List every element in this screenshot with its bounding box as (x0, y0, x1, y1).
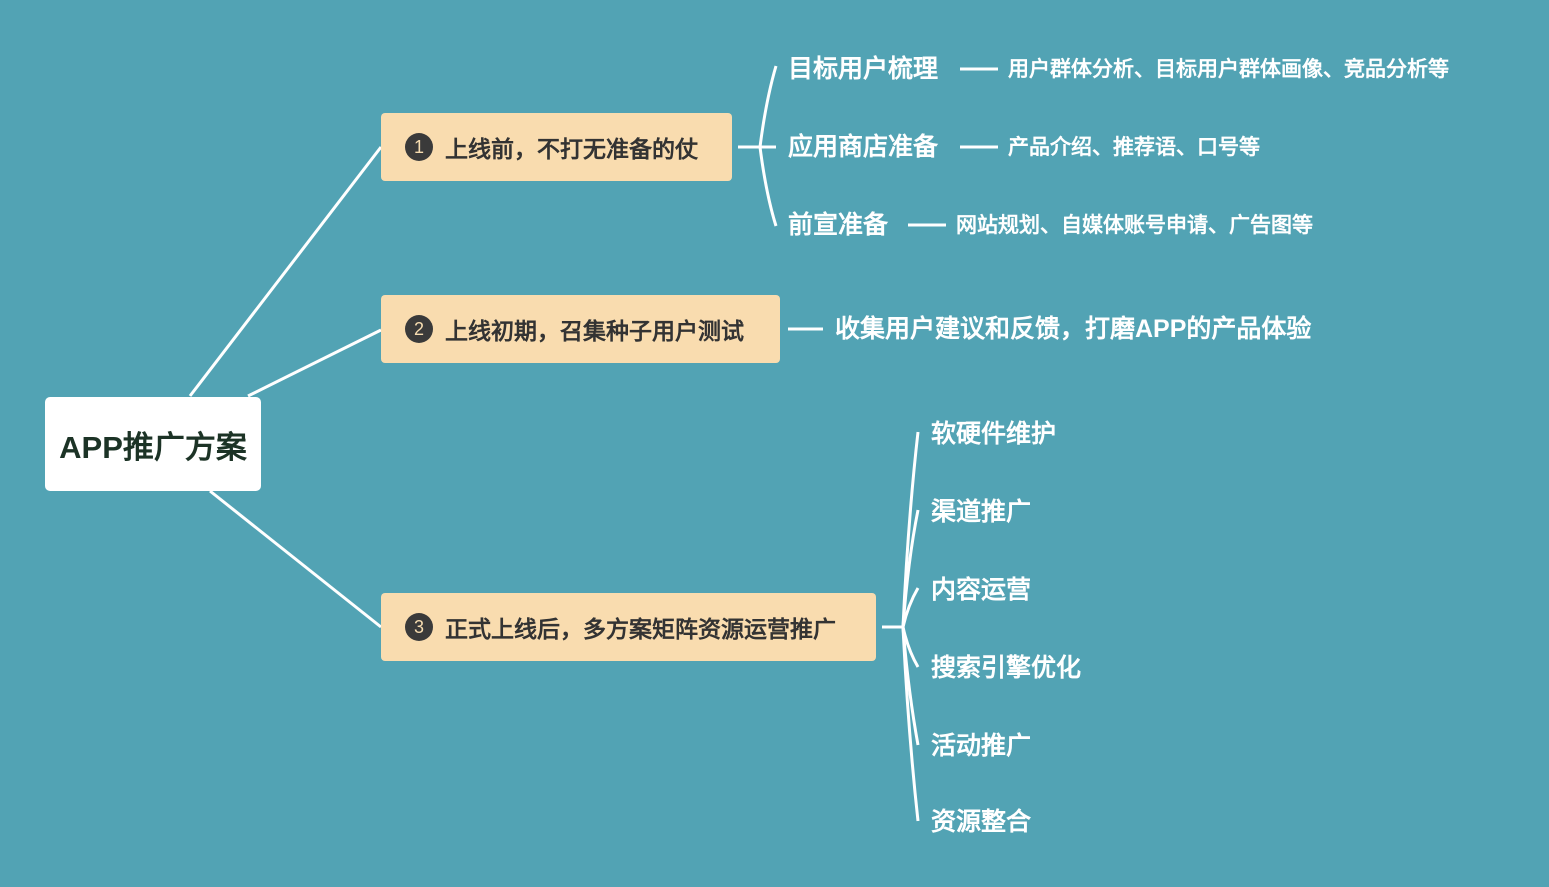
branch-label: 上线前，不打无准备的仗 (445, 136, 698, 162)
topic-detail[interactable]: 网站规划、自媒体账号申请、广告图等 (956, 214, 1313, 237)
connector-root-b2 (247, 328, 382, 398)
topic-maintenance[interactable]: 软硬件维护 (931, 420, 1057, 448)
branch-node-2[interactable]: 2 上线初期，召集种子用户测试 (381, 295, 780, 363)
topic-resources[interactable]: 资源整合 (931, 808, 1032, 836)
root-label: APP推广方案 (59, 429, 247, 465)
topic-pre-promotion[interactable]: 前宣准备 (788, 211, 889, 239)
branch-node-1[interactable]: 1 上线前，不打无准备的仗 (381, 113, 732, 181)
topic-detail[interactable]: 用户群体分析、目标用户群体画像、竞品分析等 (1008, 58, 1449, 81)
branch-node-3[interactable]: 3 正式上线后，多方案矩阵资源运营推广 (381, 593, 876, 661)
connector-root-b1 (188, 146, 383, 397)
topic-seo[interactable]: 搜索引擎优化 (931, 654, 1082, 682)
topic-channel[interactable]: 渠道推广 (931, 498, 1032, 526)
number-badge-icon: 1 (405, 133, 433, 161)
connector-b1-c1 (758, 65, 778, 148)
topic-content[interactable]: 内容运营 (931, 576, 1032, 604)
branch-label: 正式上线后，多方案矩阵资源运营推广 (445, 616, 836, 642)
root-node[interactable]: APP推广方案 (45, 397, 261, 491)
connector-b3-c2 (901, 509, 920, 628)
number-badge-icon: 3 (405, 613, 433, 641)
topic-app-store[interactable]: 应用商店准备 (788, 133, 939, 161)
topic-target-users[interactable]: 目标用户梳理 (788, 55, 939, 83)
number-badge-icon: 2 (405, 315, 433, 343)
branch-label: 上线初期，召集种子用户测试 (445, 318, 744, 344)
connector-b1-c3 (758, 146, 778, 227)
connector-b3-c6 (901, 626, 920, 822)
connector-root-b3 (209, 489, 382, 629)
topic-detail[interactable]: 产品介绍、推荐语、口号等 (1008, 136, 1260, 159)
connector-b3-c3 (901, 587, 920, 628)
topic-events[interactable]: 活动推广 (931, 732, 1032, 760)
topic-feedback[interactable]: 收集用户建议和反馈，打磨APP的产品体验 (835, 315, 1312, 343)
